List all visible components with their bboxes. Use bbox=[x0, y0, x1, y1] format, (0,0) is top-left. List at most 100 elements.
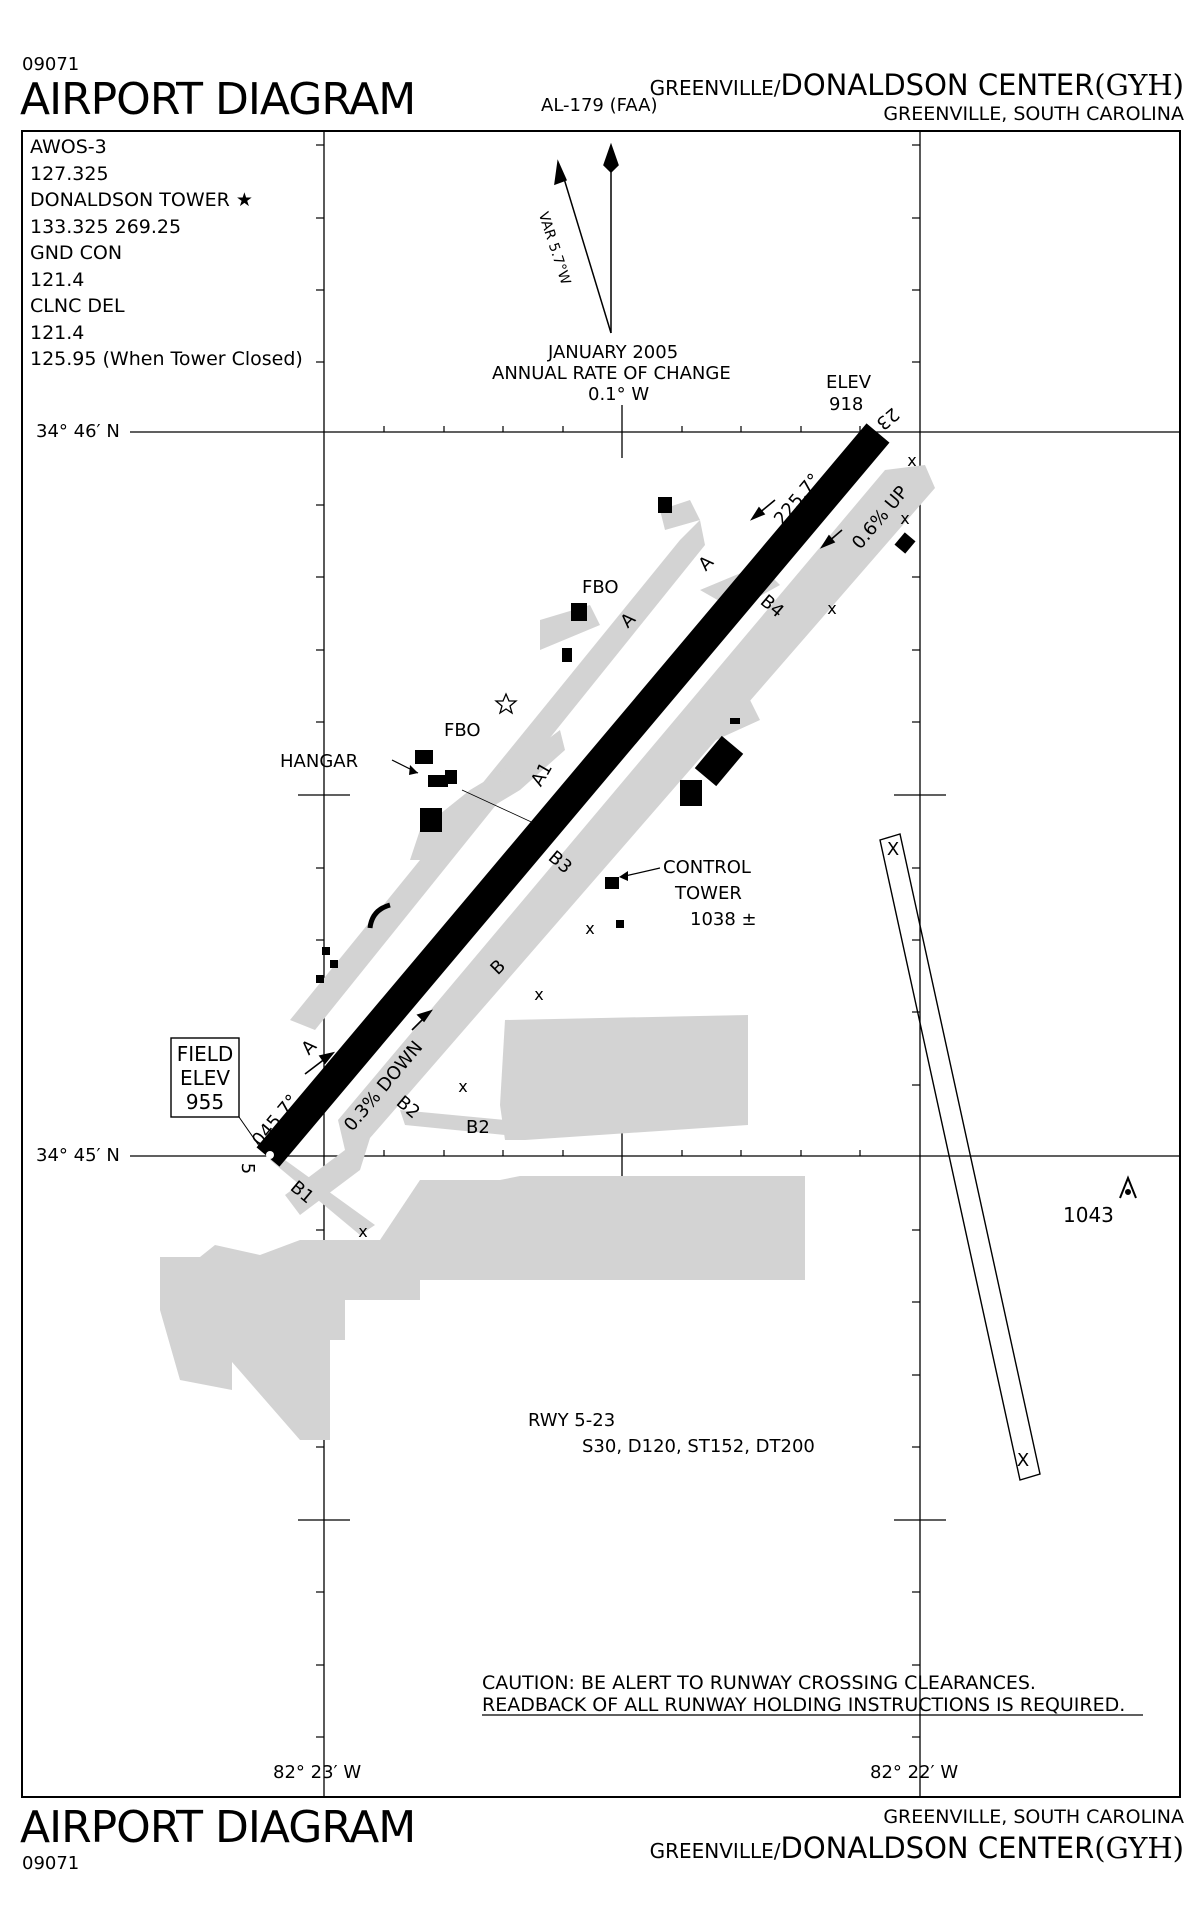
svg-text:x: x bbox=[585, 919, 594, 938]
building bbox=[680, 780, 702, 806]
caution-line2: READBACK OF ALL RUNWAY HOLDING INSTRUCTI… bbox=[482, 1694, 1126, 1716]
taxiway-b bbox=[285, 465, 935, 1215]
control-tower-building bbox=[605, 877, 619, 889]
frequency-line: GND CON bbox=[30, 242, 123, 264]
svg-text:x: x bbox=[907, 451, 916, 470]
magvar-rate-label: ANNUAL RATE OF CHANGE bbox=[492, 363, 731, 384]
true-north-arrow bbox=[603, 142, 619, 174]
field-elev-value: 955 bbox=[185, 1090, 225, 1114]
building bbox=[694, 735, 744, 787]
airport-name-top: GREENVILLE/DONALDSON CENTER(GYH) bbox=[650, 68, 1184, 102]
building bbox=[316, 975, 324, 983]
lat-label-bottom: 34° 45′ N bbox=[36, 1145, 120, 1166]
frequency-line: 127.325 bbox=[30, 162, 109, 185]
building bbox=[894, 532, 916, 554]
tower-ramp bbox=[700, 680, 760, 745]
map-frame bbox=[21, 130, 1181, 1798]
building bbox=[658, 497, 672, 513]
lon-label-right: 82° 22′ W bbox=[870, 1762, 959, 1783]
graticule bbox=[130, 131, 1180, 1797]
magvar-date: JANUARY 2005 bbox=[548, 342, 679, 363]
svg-text:x: x bbox=[458, 1077, 467, 1096]
building bbox=[562, 648, 572, 662]
taxiway-b1 bbox=[270, 1160, 375, 1235]
elev-23-value: 918 bbox=[829, 394, 864, 415]
building bbox=[415, 750, 433, 764]
field-elev-box bbox=[170, 1037, 240, 1118]
road-curve bbox=[367, 902, 391, 929]
building bbox=[730, 718, 740, 724]
field-elev-line2: ELEV bbox=[179, 1066, 231, 1090]
building bbox=[428, 775, 448, 787]
elev-label: ELEV bbox=[826, 372, 872, 393]
airport-ident: (GYH) bbox=[1094, 68, 1184, 102]
building bbox=[330, 960, 338, 968]
building bbox=[445, 770, 457, 784]
svg-text:X: X bbox=[1017, 1450, 1029, 1471]
airport-ident: (GYH) bbox=[1094, 1831, 1184, 1865]
chart-title-bottom: AIRPORT DIAGRAM bbox=[20, 1802, 416, 1853]
hangar-label: HANGAR bbox=[280, 751, 359, 772]
building bbox=[571, 603, 587, 621]
obstacle-icon bbox=[1119, 1175, 1137, 1199]
tower-leader bbox=[624, 867, 661, 877]
caution-line1: CAUTION: BE ALERT TO RUNWAY CROSSING CLE… bbox=[482, 1672, 1036, 1694]
buildings bbox=[316, 497, 916, 983]
field-elev-line1: FIELD bbox=[176, 1042, 234, 1066]
taxiway-b2 bbox=[400, 1110, 505, 1135]
runway-strength-title: RWY 5-23 bbox=[528, 1410, 616, 1431]
svg-text:x: x bbox=[900, 509, 909, 528]
lon-label-left: 82° 23′ W bbox=[273, 1762, 362, 1783]
runway-5-23 bbox=[256, 423, 890, 1167]
frequency-line: 133.325 269.25 bbox=[30, 215, 182, 238]
svg-text:x: x bbox=[358, 1222, 367, 1241]
magnetic-variation-arrows bbox=[554, 142, 619, 334]
south-apron bbox=[160, 1176, 805, 1440]
building bbox=[420, 808, 442, 832]
building bbox=[616, 920, 624, 928]
svg-text:X: X bbox=[887, 839, 899, 860]
control-tower-line1: CONTROL bbox=[663, 857, 751, 878]
fbo-apron bbox=[540, 605, 600, 650]
airport-name-bottom: GREENVILLE/DONALDSON CENTER(GYH) bbox=[650, 1831, 1184, 1865]
lat-label-top: 34° 46′ N bbox=[36, 421, 120, 442]
runway-5-threshold-light bbox=[266, 1151, 274, 1159]
runway-surface bbox=[256, 423, 890, 1167]
beacon-star bbox=[494, 692, 518, 715]
control-tower-elev: 1038 ± bbox=[690, 909, 757, 930]
closed-runway bbox=[879, 833, 1041, 1481]
location-bottom: GREENVILLE, SOUTH CAROLINA bbox=[883, 1806, 1184, 1828]
hangar-apron bbox=[410, 730, 565, 860]
runway-strength-values: S30, D120, ST152, DT200 bbox=[582, 1436, 815, 1457]
frequency-line: 125.95 (When Tower Closed) bbox=[30, 348, 303, 370]
frequency-line: DONALDSON TOWER ★ bbox=[30, 189, 253, 211]
runway-end-5: 5 bbox=[237, 1162, 259, 1175]
city-prefix: GREENVILLE/ bbox=[649, 1839, 781, 1863]
chart-title-top: AIRPORT DIAGRAM bbox=[20, 74, 416, 125]
hold-markers: x x x x x x x bbox=[358, 451, 916, 1241]
control-tower-line2: TOWER bbox=[675, 883, 742, 904]
procedure-code-bottom: 09071 bbox=[22, 1853, 80, 1874]
pavement bbox=[160, 465, 935, 1440]
frequency-line: 121.4 bbox=[30, 268, 85, 291]
frequency-line: 121.4 bbox=[30, 321, 85, 344]
building bbox=[322, 947, 330, 955]
obstacle-elev: 1043 bbox=[1063, 1203, 1114, 1227]
frequency-line: CLNC DEL bbox=[30, 295, 125, 317]
magvar-rate-value: 0.1° W bbox=[588, 384, 650, 405]
airport-name: DONALDSON CENTER bbox=[780, 68, 1095, 102]
closed-runway-x: X X bbox=[887, 839, 1029, 1471]
leader-line bbox=[461, 789, 541, 827]
direction-arrows bbox=[304, 499, 843, 1075]
location-top: GREENVILLE, SOUTH CAROLINA bbox=[883, 103, 1184, 125]
fbo-label-upper: FBO bbox=[582, 577, 619, 598]
procedure-code-top: 09071 bbox=[22, 54, 80, 75]
frequency-line: AWOS-3 bbox=[30, 136, 107, 158]
airport-name: DONALDSON CENTER bbox=[780, 1831, 1095, 1865]
al-number: AL-179 (FAA) bbox=[541, 95, 658, 116]
fbo-label-lower: FBO bbox=[444, 720, 481, 741]
taxiway-label-b2: B2 bbox=[466, 1117, 490, 1138]
svg-text:x: x bbox=[827, 599, 836, 618]
city-prefix: GREENVILLE/ bbox=[649, 76, 781, 100]
